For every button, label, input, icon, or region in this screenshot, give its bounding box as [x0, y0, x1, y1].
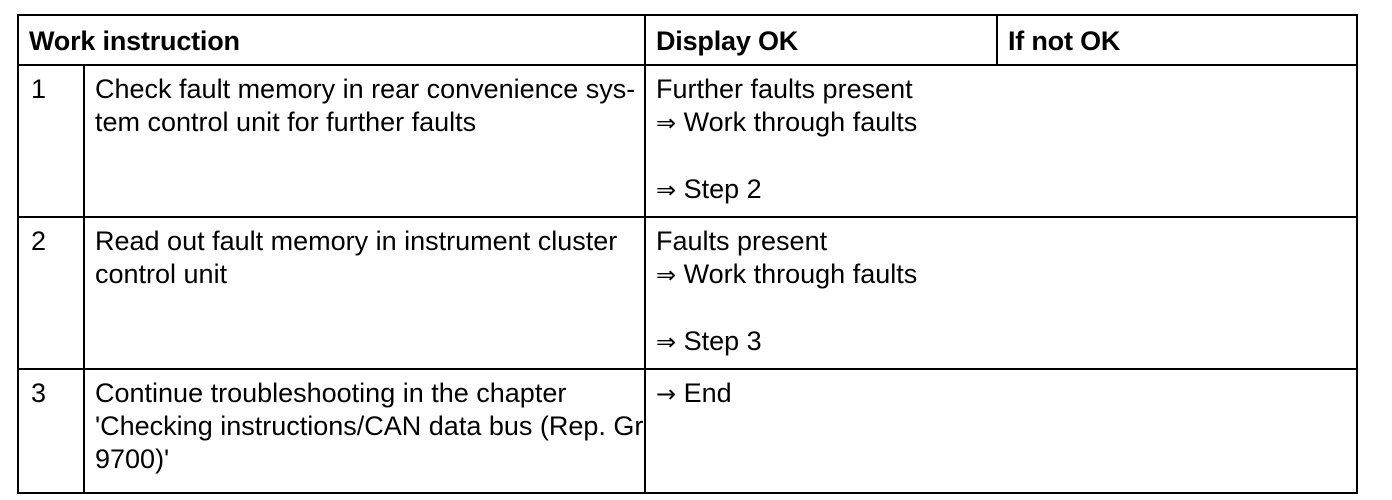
instruction-text: Read out fault memory in instrument clus… [95, 226, 618, 256]
result-action: Work through faults [683, 107, 918, 137]
table-row: 2 Read out fault memory in instrument cl… [17, 216, 1358, 370]
instruction-text: Check fault memory in rear convenience s… [95, 74, 636, 104]
instruction-text: tem control unit for further faults [95, 107, 477, 137]
instruction-text: 'Checking instructions/CAN data bus (Rep… [95, 411, 645, 441]
work-instruction-table: Work instruction Display OK If not OK 1 … [17, 14, 1358, 494]
result-action: Work through faults [683, 259, 918, 289]
result-cell: → End [644, 368, 1358, 494]
result-cell: Faults present ⇒ Work through faults ⇒ S… [644, 216, 1358, 370]
header-display-ok: Display OK [644, 14, 998, 66]
double-arrow-icon: ⇒ [656, 176, 677, 204]
result-action-line: ⇒ Step 2 [656, 173, 1346, 207]
instruction-cell: Check fault memory in rear convenience s… [83, 64, 646, 218]
result-action: End [683, 378, 732, 408]
instruction-cell: Continue troubleshooting in the chapter … [83, 368, 646, 494]
double-arrow-icon: ⇒ [656, 261, 677, 289]
header-row: Work instruction Display OK If not OK [17, 14, 1358, 66]
step-number: 2 [17, 216, 85, 370]
table-row: 1 Check fault memory in rear convenience… [17, 64, 1358, 218]
result-condition: Faults present [656, 226, 828, 256]
header-work-instruction: Work instruction [17, 14, 646, 66]
right-arrow-icon: → [656, 380, 677, 408]
result-action: Step 3 [683, 326, 762, 356]
double-arrow-icon: ⇒ [656, 328, 677, 356]
instruction-text: 9700)' [95, 444, 170, 474]
result-action: Step 2 [683, 174, 762, 204]
step-number: 3 [17, 368, 85, 494]
step-number: 1 [17, 64, 85, 218]
result-action-line: ⇒ Step 3 [656, 325, 1346, 359]
instruction-text: Continue troubleshooting in the chapter [95, 378, 567, 408]
header-if-not-ok: If not OK [996, 14, 1358, 66]
instruction-cell: Read out fault memory in instrument clus… [83, 216, 646, 370]
double-arrow-icon: ⇒ [656, 109, 677, 137]
result-action-line: ⇒ Work through faults [656, 106, 1346, 140]
instruction-text: control unit [95, 259, 228, 289]
result-action-line: ⇒ Work through faults [656, 258, 1346, 292]
table-row: 3 Continue troubleshooting in the chapte… [17, 368, 1358, 494]
result-action-line: → End [656, 377, 1346, 411]
result-cell: Further faults present ⇒ Work through fa… [644, 64, 1358, 218]
result-condition: Further faults present [656, 74, 913, 104]
